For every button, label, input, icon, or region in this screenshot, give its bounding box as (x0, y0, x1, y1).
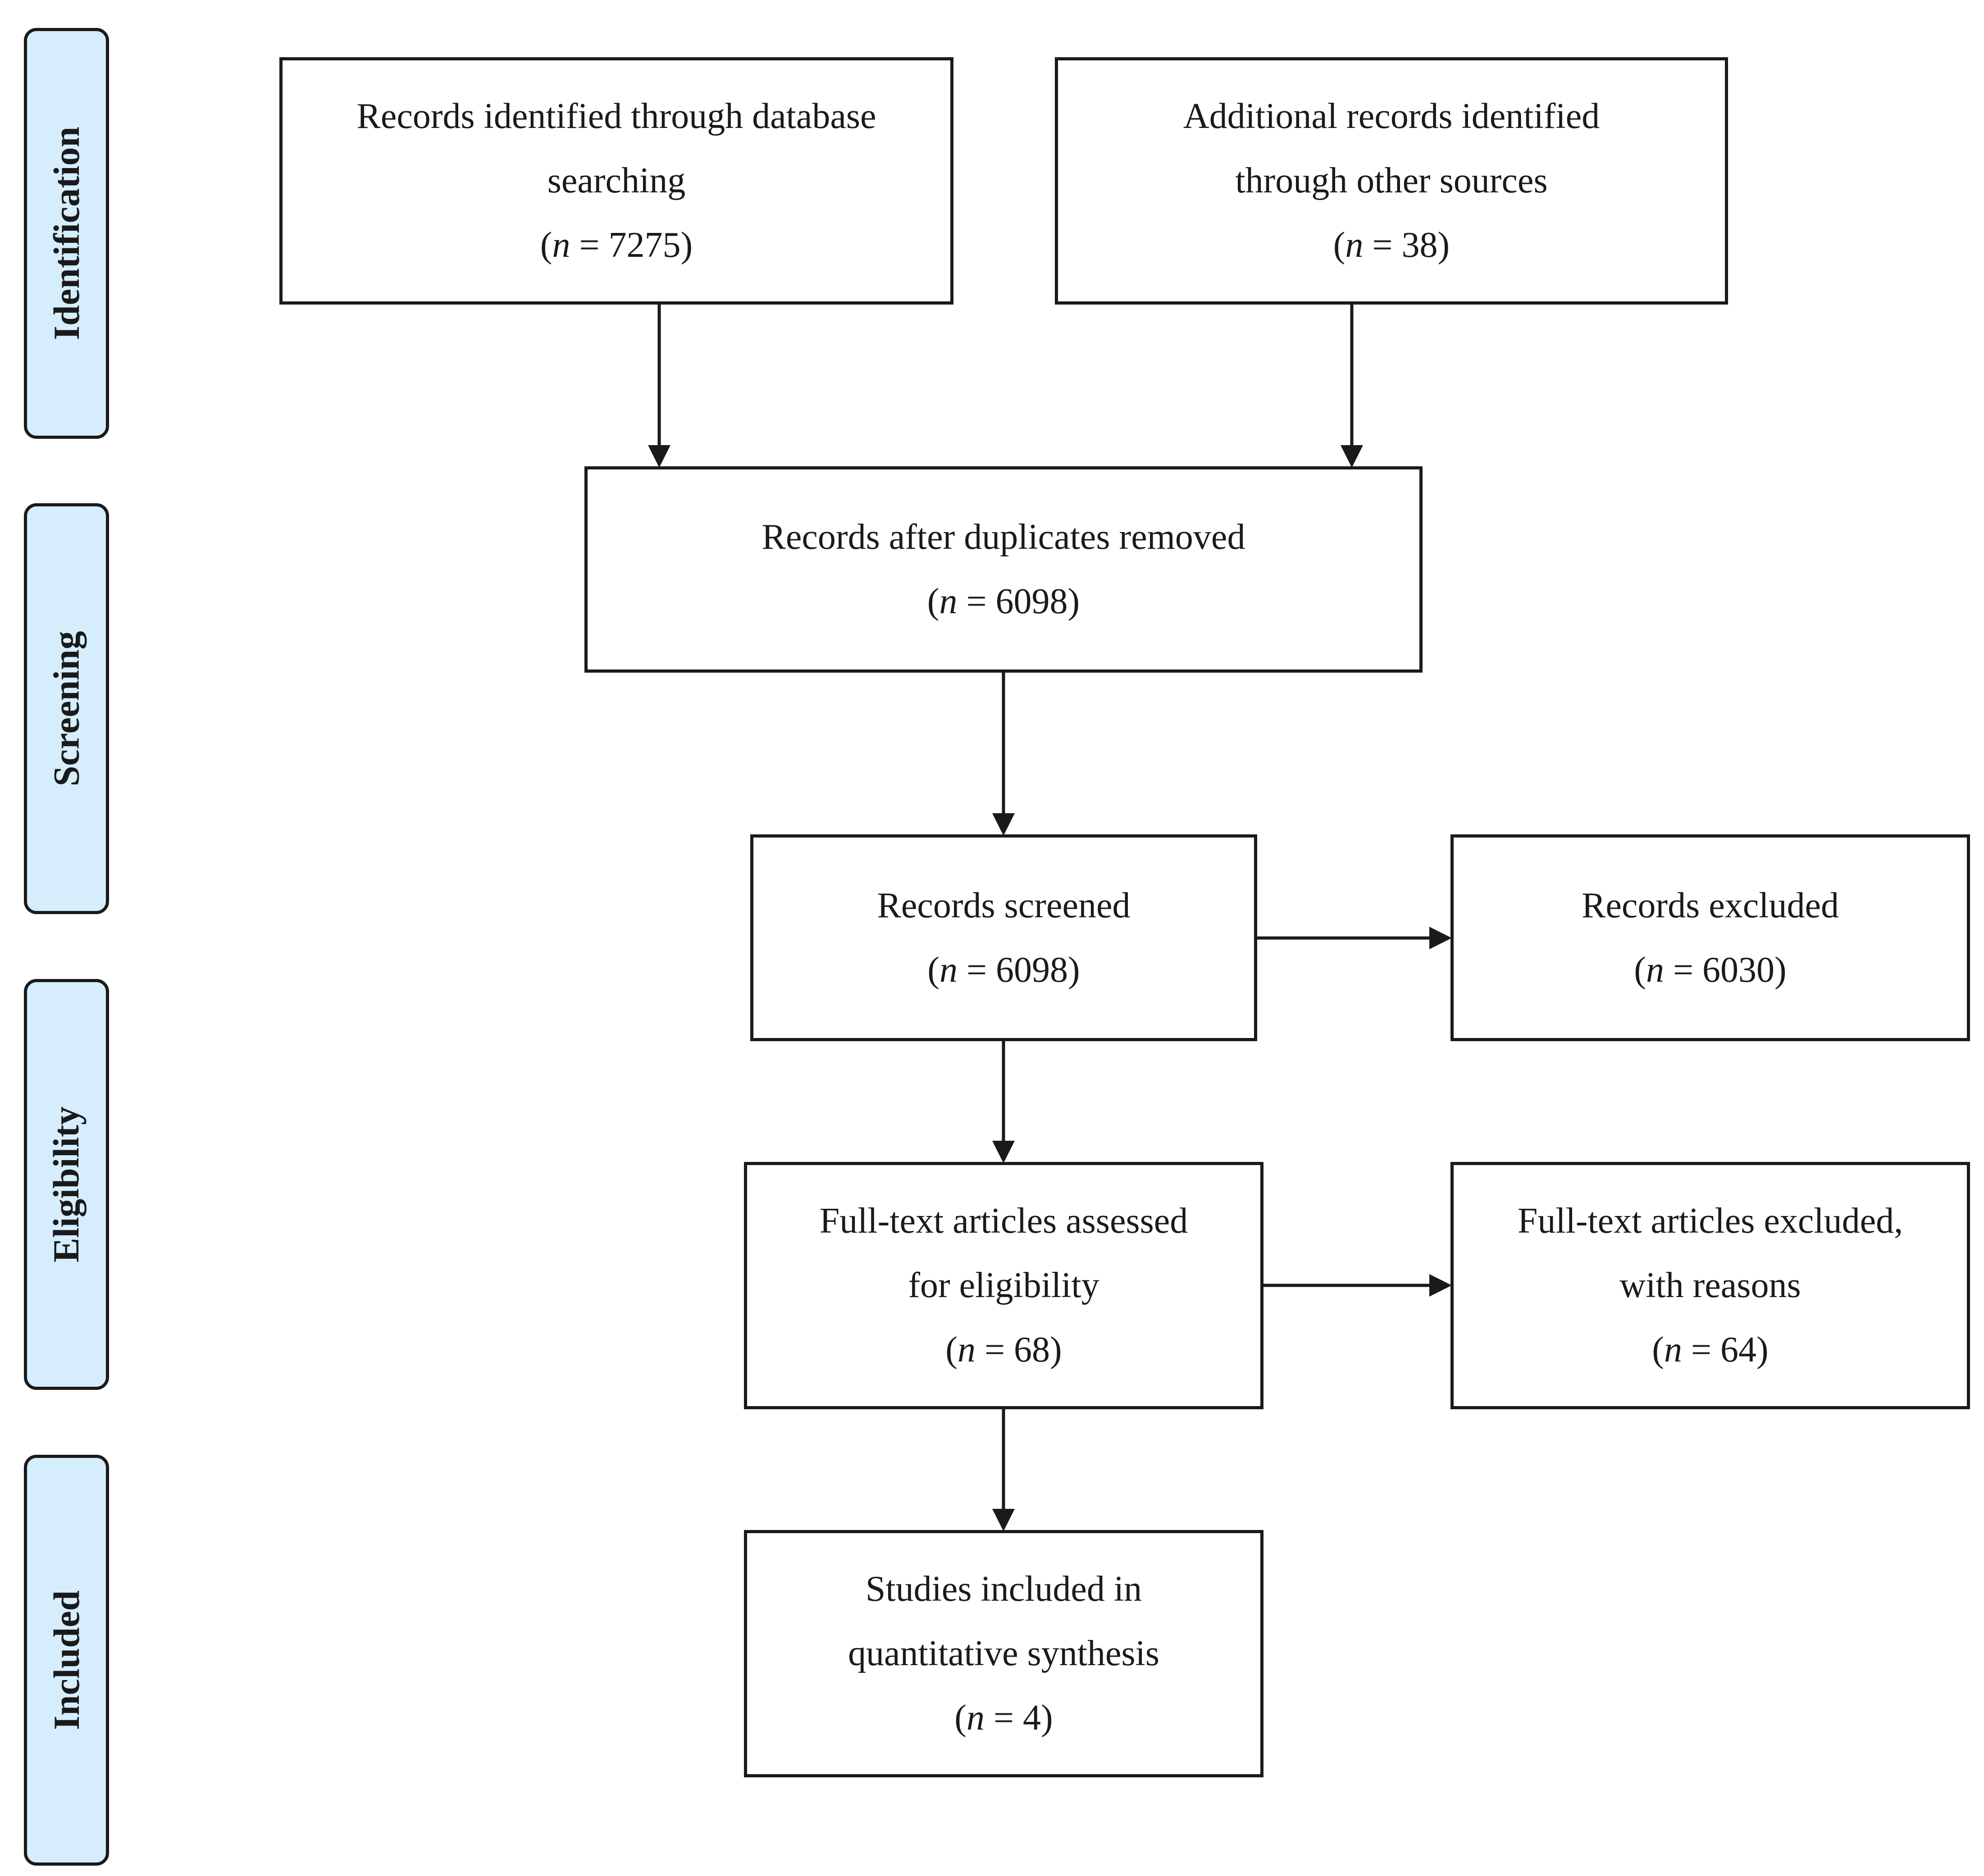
count-open: ( (1333, 225, 1345, 265)
count-value: = 6098) (957, 950, 1080, 990)
box-included-studies: Studies included in quantitative synthes… (744, 1530, 1263, 1777)
box-database-records: Records identified through database sear… (279, 57, 953, 305)
box-text-line: Full-text articles assessed (819, 1201, 1188, 1241)
box-text-line: through other sources (1235, 161, 1548, 200)
phase-screening: Screening (24, 503, 109, 914)
box-count: (n = 68) (945, 1318, 1062, 1382)
arrowhead-screened-to-fulltext (992, 1141, 1015, 1163)
count-variable: n (1664, 1330, 1682, 1370)
count-variable: n (939, 950, 958, 990)
count-variable: n (957, 1330, 976, 1370)
box-records-screened: Records screened (n = 6098) (750, 834, 1257, 1041)
box-count: (n = 7275) (540, 213, 693, 278)
box-other-sources: Additional records identified through ot… (1055, 57, 1728, 305)
box-count: (n = 6098) (927, 938, 1080, 1002)
box-text-line: with reasons (1619, 1266, 1801, 1305)
box-text-line: Records identified through database (356, 96, 876, 136)
count-value: = 7275) (570, 225, 693, 265)
count-open: ( (1652, 1330, 1664, 1370)
count-variable: n (939, 582, 958, 621)
box-count: (n = 6098) (927, 569, 1080, 634)
box-count: (n = 38) (1333, 213, 1450, 278)
count-variable: n (1345, 225, 1364, 265)
count-value: = 64) (1682, 1330, 1769, 1370)
count-value: = 38) (1363, 225, 1450, 265)
box-text-line: quantitative synthesis (848, 1634, 1159, 1673)
arrowhead-database-to-duplicates (648, 445, 670, 468)
arrowhead-fulltext-to-excluded (1429, 1274, 1452, 1297)
count-value: = 68) (975, 1330, 1062, 1370)
count-open: ( (927, 582, 940, 621)
count-value: = 6098) (957, 582, 1080, 621)
count-open: ( (945, 1330, 958, 1370)
arrowhead-screened-to-excluded (1429, 927, 1452, 949)
arrowhead-duplicates-to-screened (992, 813, 1015, 836)
count-open: ( (1634, 950, 1646, 990)
box-count: (n = 64) (1652, 1318, 1768, 1382)
box-fulltext-assessed: Full-text articles assessed for eligibil… (744, 1162, 1263, 1409)
phase-eligibility: Eligibility (24, 979, 109, 1390)
count-open: ( (540, 225, 552, 265)
box-text-line: Records excluded (1582, 885, 1839, 925)
count-variable: n (552, 225, 570, 265)
box-text-line: Records screened (877, 885, 1131, 925)
box-text-line: for eligibility (908, 1266, 1099, 1305)
count-variable: n (966, 1698, 985, 1738)
count-open: ( (927, 950, 940, 990)
box-text-line: Full-text articles excluded, (1517, 1201, 1903, 1241)
count-variable: n (1646, 950, 1664, 990)
arrowhead-fulltext-to-included (992, 1509, 1015, 1531)
count-value: = 4) (984, 1698, 1053, 1738)
box-count: (n = 6030) (1634, 938, 1786, 1002)
box-count: (n = 4) (954, 1686, 1053, 1750)
count-value: = 6030) (1664, 950, 1787, 990)
box-after-duplicates: Records after duplicates removed (n = 60… (584, 466, 1423, 673)
box-records-excluded: Records excluded (n = 6030) (1450, 834, 1970, 1041)
box-fulltext-excluded: Full-text articles excluded, with reason… (1450, 1162, 1970, 1409)
arrowhead-other-to-duplicates (1341, 445, 1363, 468)
box-text-line: Additional records identified (1183, 96, 1600, 136)
box-text-line: Studies included in (865, 1569, 1142, 1609)
box-text-line: searching (547, 161, 686, 200)
count-open: ( (954, 1698, 967, 1738)
box-text-line: Records after duplicates removed (762, 517, 1245, 557)
phase-included: Included (24, 1455, 109, 1866)
phase-identification: Identification (24, 28, 109, 439)
